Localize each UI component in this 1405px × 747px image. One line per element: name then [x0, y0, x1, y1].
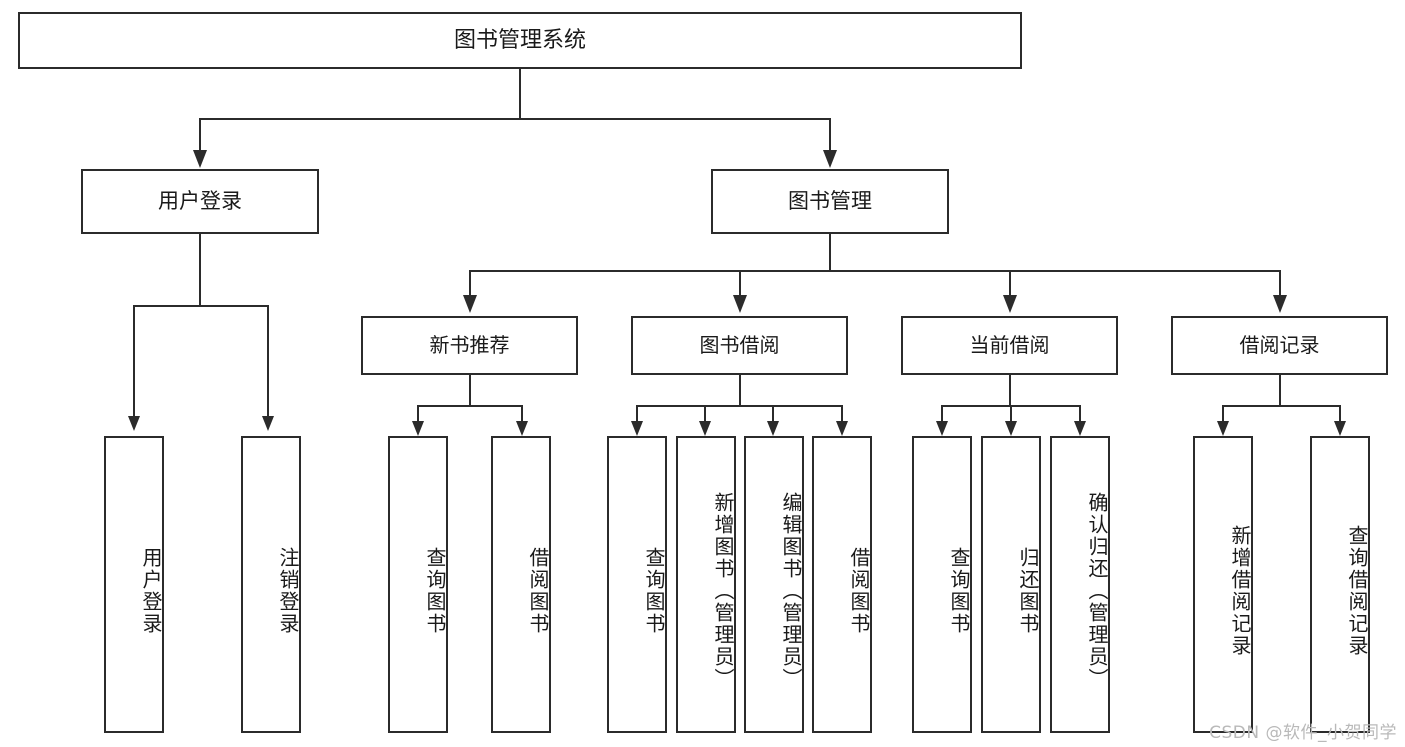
leaf-book-borrow-borrow-book[interactable]: 借阅图书 — [812, 436, 872, 733]
leaf-label: 注销登录 — [276, 546, 300, 635]
connector-user-login-branch-1 — [133, 305, 135, 417]
connector-new-book-bus — [417, 405, 522, 407]
arrowhead-user-login-leaf-1-icon — [128, 416, 140, 431]
leaf-label: 确认归还（管理员） — [1085, 491, 1109, 690]
node-label: 当前借阅 — [969, 332, 1050, 357]
arrowhead-book-borrow-leaf-2-icon — [699, 421, 711, 436]
connector-book-management-stem — [829, 234, 831, 270]
leaf-label: 查询图书 — [423, 546, 447, 635]
arrowhead-root-to-book-management-icon — [823, 150, 837, 168]
arrowhead-user-login-leaf-2-icon — [262, 416, 274, 431]
node-label: 新书推荐 — [429, 332, 510, 357]
arrowhead-root-to-user-login-icon — [193, 150, 207, 168]
leaf-label: 编辑图书（管理员） — [779, 491, 803, 690]
arrowhead-bm-to-current-borrow-icon — [1003, 295, 1017, 313]
connector-book-borrow-branch-4 — [841, 405, 843, 423]
connector-new-book-branch-1 — [417, 405, 419, 423]
node-book-borrow[interactable]: 图书借阅 — [631, 316, 848, 375]
leaf-borrow-record-query-record[interactable]: 查询借阅记录 — [1310, 436, 1370, 733]
leaf-user-login-login[interactable]: 用户登录 — [104, 436, 164, 733]
connector-root-to-book-management — [829, 118, 831, 151]
connector-book-borrow-branch-3 — [772, 405, 774, 423]
arrowhead-bm-to-new-book-icon — [463, 295, 477, 313]
leaf-current-borrow-query-book[interactable]: 查询图书 — [912, 436, 972, 733]
connector-bm-branch-2 — [739, 270, 741, 296]
connector-borrow-record-stem — [1279, 375, 1281, 405]
leaf-label: 借阅图书 — [847, 546, 871, 635]
connector-book-borrow-branch-1 — [636, 405, 638, 423]
arrowhead-bm-to-book-borrow-icon — [733, 295, 747, 313]
arrowhead-book-borrow-leaf-4-icon — [836, 421, 848, 436]
leaf-label: 借阅图书 — [526, 546, 550, 635]
leaf-book-borrow-add-book-admin[interactable]: 新增图书（管理员） — [676, 436, 736, 733]
node-new-book-recommend[interactable]: 新书推荐 — [361, 316, 578, 375]
connector-current-borrow-branch-1 — [941, 405, 943, 423]
node-label: 用户登录 — [158, 189, 242, 214]
csdn-watermark: CSDN @软件_小贺同学 — [1209, 723, 1397, 743]
leaf-label: 查询借阅记录 — [1345, 524, 1369, 657]
arrowhead-book-borrow-leaf-1-icon — [631, 421, 643, 436]
connector-book-borrow-branch-2 — [704, 405, 706, 423]
arrowhead-current-borrow-leaf-1-icon — [936, 421, 948, 436]
connector-user-login-stem — [199, 234, 201, 305]
leaf-current-borrow-confirm-return-admin[interactable]: 确认归还（管理员） — [1050, 436, 1110, 733]
leaf-user-login-logout[interactable]: 注销登录 — [241, 436, 301, 733]
connector-user-login-branch-2 — [267, 305, 269, 417]
node-label: 图书管理 — [788, 189, 872, 214]
leaf-label: 查询图书 — [947, 546, 971, 635]
arrowhead-current-borrow-leaf-2-icon — [1005, 421, 1017, 436]
node-root-book-management-system[interactable]: 图书管理系统 — [18, 12, 1022, 69]
leaf-label: 用户登录 — [139, 546, 163, 635]
connector-new-book-branch-2 — [521, 405, 523, 423]
arrowhead-current-borrow-leaf-3-icon — [1074, 421, 1086, 436]
leaf-label: 新增图书（管理员） — [711, 491, 735, 690]
connector-new-book-stem — [469, 375, 471, 405]
connector-root-to-user-login — [199, 118, 201, 151]
node-current-borrow[interactable]: 当前借阅 — [901, 316, 1118, 375]
connector-borrow-record-bus — [1222, 405, 1340, 407]
arrowhead-new-book-leaf-1-icon — [412, 421, 424, 436]
connector-book-borrow-bus — [636, 405, 843, 407]
connector-current-borrow-branch-2 — [1010, 405, 1012, 423]
node-label: 图书借阅 — [699, 332, 780, 357]
leaf-label: 查询图书 — [642, 546, 666, 635]
node-borrow-record[interactable]: 借阅记录 — [1171, 316, 1388, 375]
leaf-book-borrow-edit-book-admin[interactable]: 编辑图书（管理员） — [744, 436, 804, 733]
node-label: 图书管理系统 — [453, 27, 586, 53]
arrowhead-new-book-leaf-2-icon — [516, 421, 528, 436]
connector-user-login-bus — [133, 305, 267, 307]
leaf-label: 新增借阅记录 — [1228, 524, 1252, 657]
connector-borrow-record-branch-2 — [1339, 405, 1341, 423]
connector-bm-branch-4 — [1279, 270, 1281, 296]
arrowhead-bm-to-borrow-record-icon — [1273, 295, 1287, 313]
connector-book-borrow-stem — [739, 375, 741, 405]
connector-bm-branch-1 — [469, 270, 471, 296]
arrowhead-borrow-record-leaf-2-icon — [1334, 421, 1346, 436]
leaf-new-book-borrow-book[interactable]: 借阅图书 — [491, 436, 551, 733]
leaf-borrow-record-add-record[interactable]: 新增借阅记录 — [1193, 436, 1253, 733]
leaf-current-borrow-return-book[interactable]: 归还图书 — [981, 436, 1041, 733]
node-user-login[interactable]: 用户登录 — [81, 169, 319, 234]
leaf-book-borrow-query-book[interactable]: 查询图书 — [607, 436, 667, 733]
arrowhead-borrow-record-leaf-1-icon — [1217, 421, 1229, 436]
leaf-new-book-query-book[interactable]: 查询图书 — [388, 436, 448, 733]
connector-book-management-bus — [469, 270, 1280, 272]
leaf-label: 归还图书 — [1016, 546, 1040, 635]
arrowhead-book-borrow-leaf-3-icon — [767, 421, 779, 436]
node-label: 借阅记录 — [1239, 332, 1320, 357]
connector-current-borrow-branch-3 — [1079, 405, 1081, 423]
connector-root-bus — [199, 118, 831, 120]
connector-borrow-record-branch-1 — [1222, 405, 1224, 423]
connector-current-borrow-stem — [1009, 375, 1011, 405]
connector-root-stem — [519, 69, 521, 118]
connector-bm-branch-3 — [1009, 270, 1011, 296]
node-book-management[interactable]: 图书管理 — [711, 169, 949, 234]
